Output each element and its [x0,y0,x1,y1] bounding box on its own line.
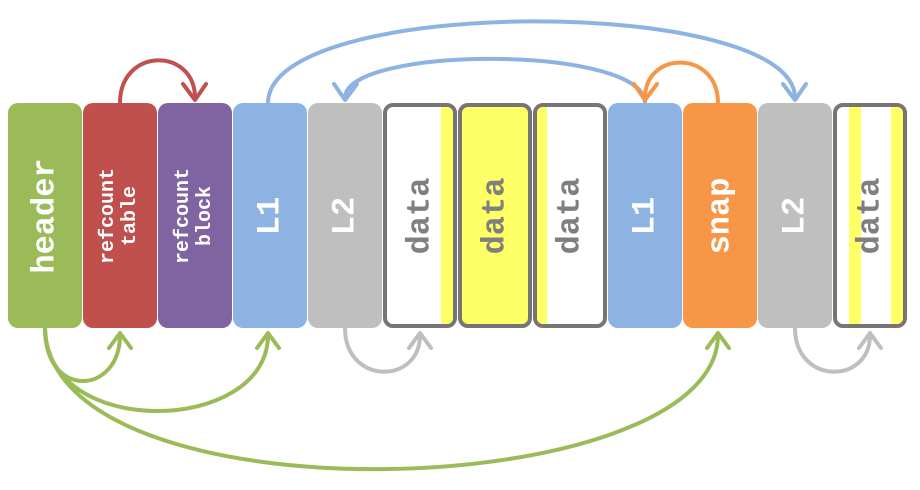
snap-to-second-l1-arrow [643,60,720,105]
header-to-refcount-table-arrowhead [107,331,133,350]
second-l1-to-first-l2-arrowhead [332,82,359,102]
data-highlight [891,107,903,324]
data-block: data [533,103,607,328]
header-to-first-l1-arrowhead [255,331,281,350]
header-to-snap-arrow [43,326,720,472]
data-block-label: data [851,177,889,254]
header-to-refcount-table-arrow [43,326,122,383]
data-block: data [458,103,532,328]
first-l2-to-data-arrowhead [407,331,433,350]
refcount-table-block: refcount table [83,103,157,328]
l1-table-block-label: L1 [251,196,289,235]
l2-table-block: L2 [308,103,382,328]
refcount-block-block-label: refcount block [172,167,217,264]
snap-to-second-l1-arrowhead [632,82,659,102]
l1-table-block: L1 [233,103,307,328]
second-l2-to-data-arrowhead [857,331,883,350]
snapshot-table-block: snap [683,103,757,328]
header-block: header [8,103,82,328]
first-l1-to-second-l2-arrowhead [781,82,808,102]
refcount-table-to-refcount-block-arrowhead [181,82,208,102]
data-block: data [383,103,457,328]
first-l1-to-second-l2-arrow [266,19,797,105]
data-highlight [537,107,547,324]
header-block-label: header [26,157,64,274]
l1-table-block: L1 [608,103,682,328]
l1-table-block-label: L1 [626,196,664,235]
second-l1-to-first-l2-arrow [343,56,647,105]
l2-table-block-label: L2 [326,196,364,235]
refcount-table-block-label: refcount table [97,167,142,264]
l2-table-block: L2 [758,103,832,328]
l2-table-block-label: L2 [776,196,814,235]
header-to-first-l1-arrow [43,326,270,413]
snapshot-table-block-label: snap [701,177,739,254]
data-block-label: data [476,177,514,254]
data-highlight [441,107,453,324]
second-l2-to-data-arrow [793,326,872,374]
data-block: data [833,103,907,328]
refcount-table-to-refcount-block-arrow [118,58,197,105]
first-l2-to-data-arrow [343,326,422,374]
data-highlight [849,107,861,324]
refcount-block-block: refcount block [158,103,232,328]
header-to-snap-arrowhead [705,331,731,350]
data-block-label: data [551,177,589,254]
data-block-label: data [401,177,439,254]
